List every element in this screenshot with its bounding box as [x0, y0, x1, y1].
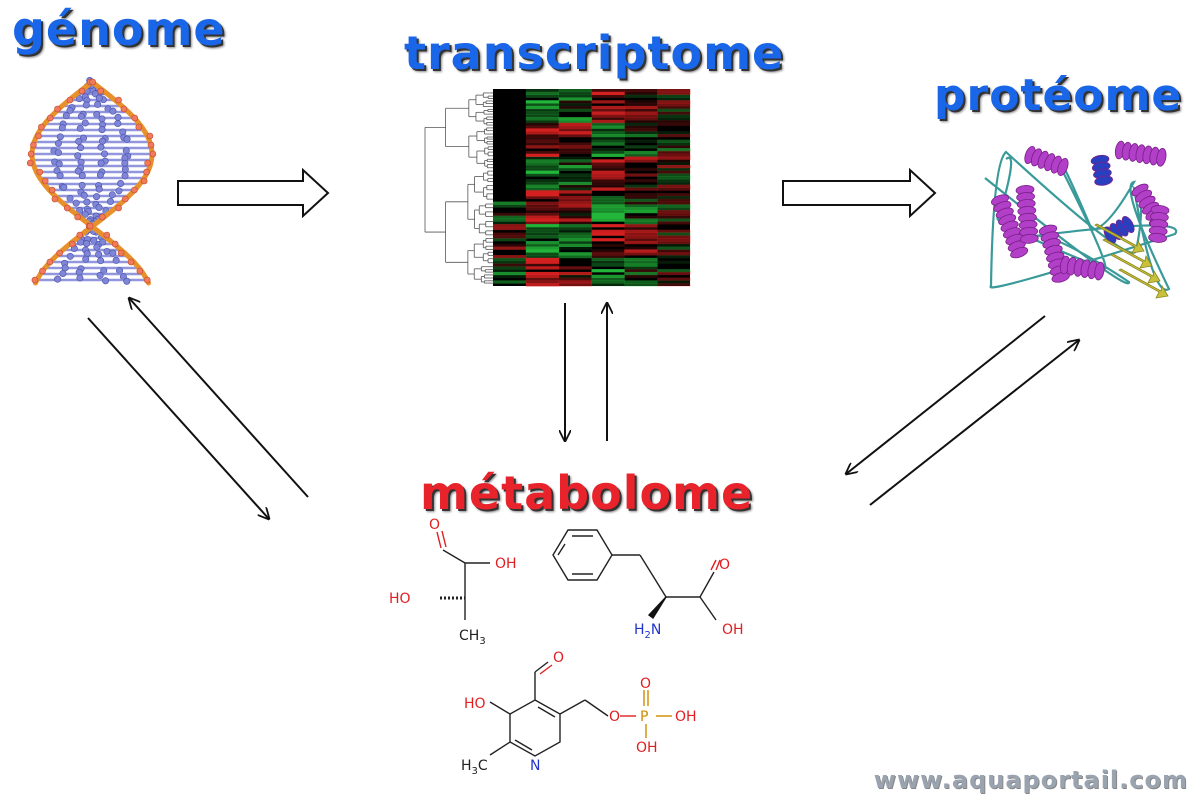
plp-aldehyde-o-label: O — [553, 650, 564, 666]
phe-o-label: O — [719, 557, 730, 573]
lactic-oh-label: OH — [495, 556, 517, 572]
arrow-metabolome-to-genome — [129, 298, 309, 498]
plp-p-label: P — [640, 709, 648, 725]
lactic-ch3-label: CH3 — [459, 628, 486, 647]
arrow-genome-to-transcriptome — [177, 167, 330, 219]
plp-n-label: N — [530, 758, 540, 774]
heatmap-image — [424, 89, 691, 287]
proteome-title: protéome — [934, 70, 1183, 121]
phe-oh-label: OH — [722, 622, 744, 638]
lactic-ho-label: HO — [389, 591, 411, 607]
plp-ho-label: HO — [464, 696, 486, 712]
arrow-genome-to-metabolome — [87, 317, 269, 519]
phe-nh2-label: H2N — [634, 622, 661, 641]
molecule-pyridoxal-phosphate — [489, 661, 672, 757]
dna-molecule-image — [26, 76, 157, 286]
plp-oh-right-label: OH — [675, 709, 697, 725]
molecule-lactic-acid — [436, 530, 490, 620]
transcriptome-title: transcriptome — [404, 26, 785, 80]
watermark-url: www.aquaportail.com — [873, 766, 1188, 794]
protein-structure-image — [984, 140, 1178, 299]
metabolome-title: métabolome — [420, 466, 754, 520]
genome-title: génome — [12, 2, 226, 56]
plp-oh-bottom-label: OH — [636, 740, 658, 756]
plp-top-o-label: O — [640, 676, 651, 692]
plp-h3c-label: H3C — [461, 758, 488, 777]
lactic-o-label: O — [429, 517, 440, 533]
arrow-metabolome-to-proteome — [869, 340, 1079, 506]
plp-link-o-label: O — [609, 709, 620, 725]
molecule-phenylalanine — [552, 529, 721, 621]
arrow-proteome-to-metabolome — [846, 315, 1046, 474]
arrow-transcriptome-to-proteome — [782, 167, 937, 219]
